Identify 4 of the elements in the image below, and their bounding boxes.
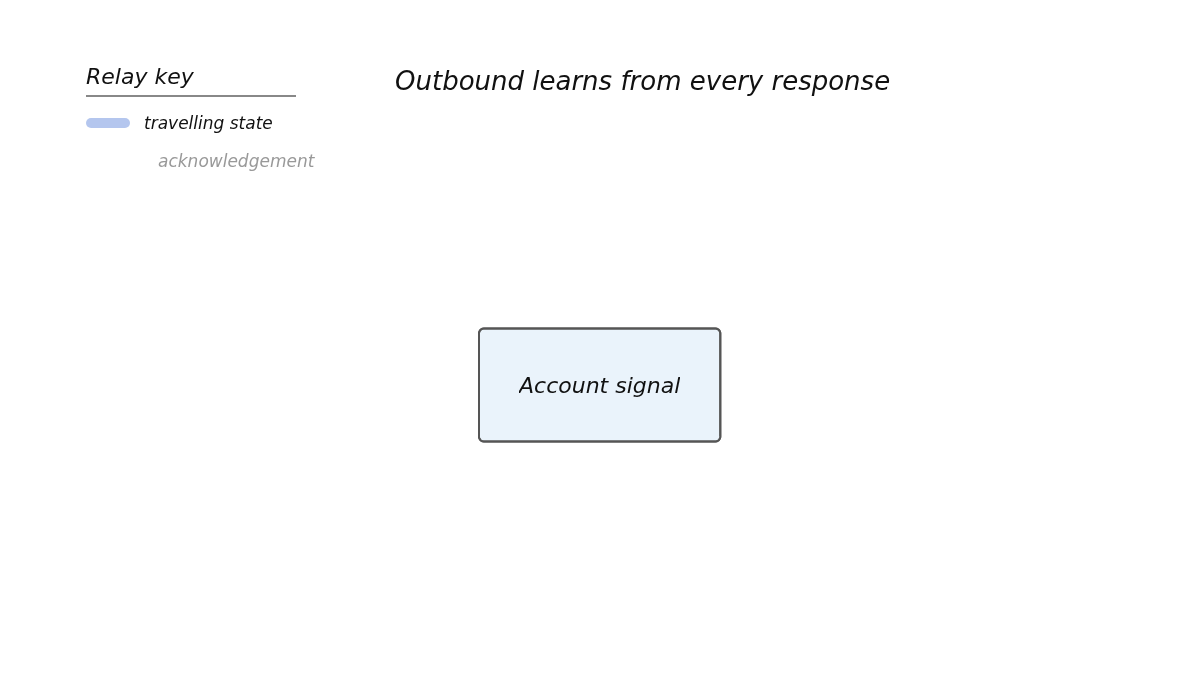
legend-label: travelling state xyxy=(144,113,273,133)
diagram-title: Outbound learns from every response xyxy=(395,66,891,96)
legend-label: acknowledgement xyxy=(158,151,315,171)
legend-heading: Relay key xyxy=(86,64,296,97)
